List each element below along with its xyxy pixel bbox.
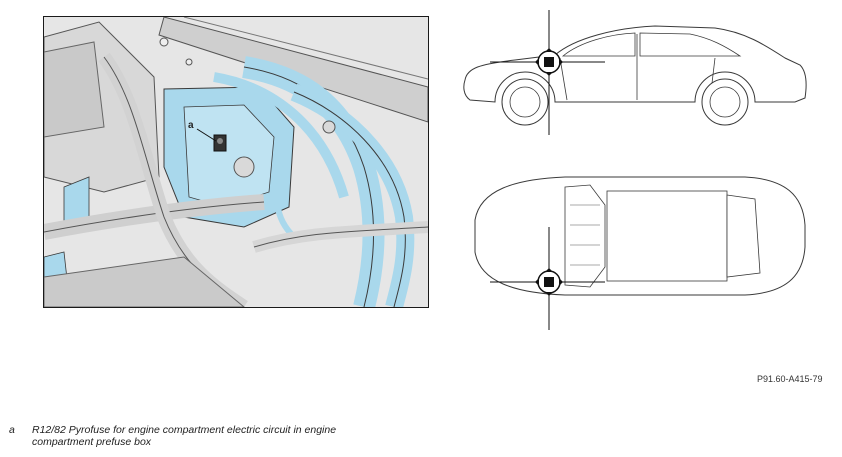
legend-key: a <box>9 424 15 436</box>
figure-code: P91.60-A415-79 <box>757 374 823 384</box>
vehicle-side-view-diagram <box>455 10 825 150</box>
engine-compartment-illustration: a <box>43 16 429 308</box>
vehicle-top-view-diagram <box>455 165 825 335</box>
legend-text: R12/82 Pyrofuse for engine compartment e… <box>32 424 337 448</box>
callout-label-a: a <box>188 120 194 131</box>
